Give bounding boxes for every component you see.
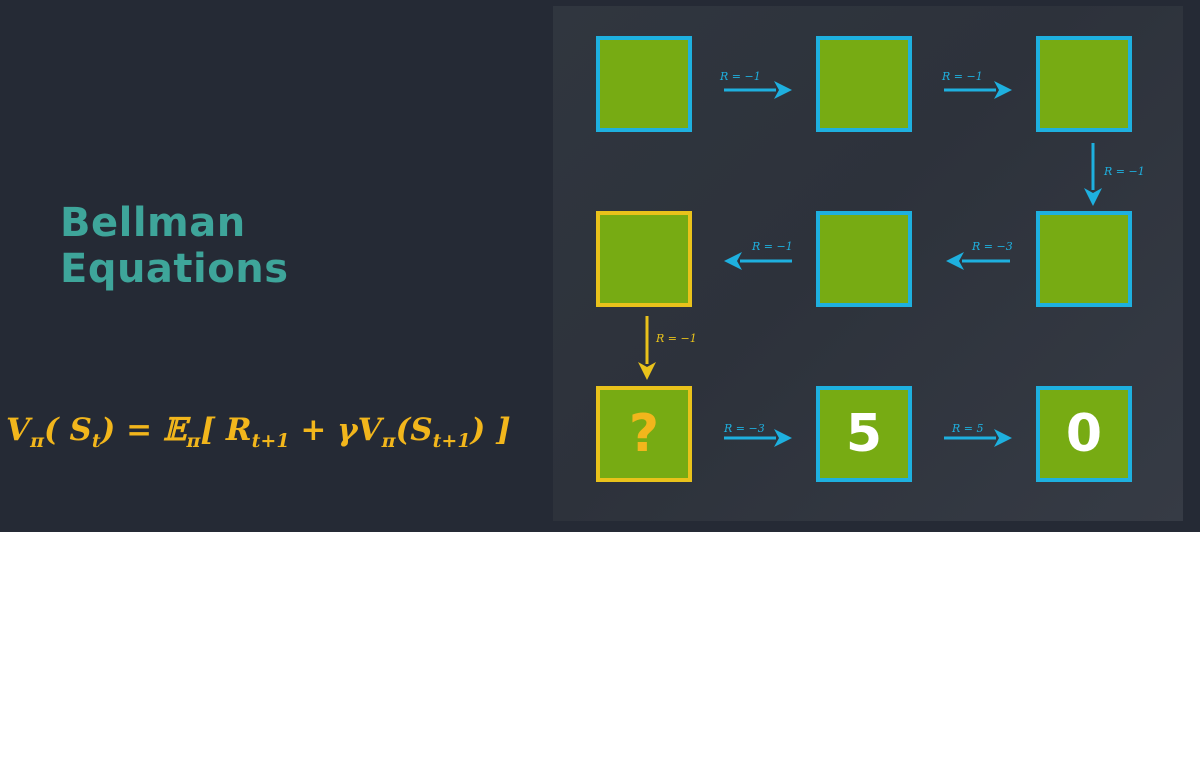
grid-cell-r1c2 <box>816 36 912 132</box>
page-title: Bellman Equations <box>60 200 289 292</box>
grid-cell-r3c2: 5 <box>816 386 912 482</box>
grid-cell-r2c3 <box>1036 211 1132 307</box>
eq-s2-t1: t+1 <box>432 430 471 452</box>
banner-background: Bellman Equations Vπ( St) = 𝔼π[ Rt+1 + γ… <box>0 0 1200 532</box>
grid-cell-r1c3 <box>1036 36 1132 132</box>
grid-cell-r2c2 <box>816 211 912 307</box>
grid-cell-r3c1: ? <box>596 386 692 482</box>
eq-left-bracket: [ <box>200 412 226 448</box>
reward-label: R = −3 <box>724 422 765 435</box>
cell-value: 5 <box>845 404 883 464</box>
reward-label-highlight: R = −1 <box>656 332 697 345</box>
cell-value-unknown: ? <box>628 404 660 464</box>
eq-s-t: t <box>91 430 101 452</box>
eq-v: V <box>6 412 31 448</box>
reward-label: R = −1 <box>942 70 983 83</box>
eq-v2-pi: π <box>381 430 396 452</box>
eq-right-bracket: ] <box>485 412 511 448</box>
grid-cell-r2c1 <box>596 211 692 307</box>
eq-plus-gamma: + γ <box>289 412 358 448</box>
eq-expectation: 𝔼 <box>162 412 187 448</box>
reward-label: R = −1 <box>1104 165 1145 178</box>
eq-v2: V <box>357 412 382 448</box>
eq-v-pi: π <box>30 430 44 452</box>
reward-label: R = 5 <box>952 422 984 435</box>
bellman-equation: Vπ( St) = 𝔼π[ Rt+1 + γVπ(St+1) ] <box>6 412 511 452</box>
grid-cell-r1c1 <box>596 36 692 132</box>
eq-s2: S <box>410 412 433 448</box>
reward-label: R = −1 <box>720 70 761 83</box>
eq-r: R <box>225 412 252 448</box>
eq-equals: = <box>115 412 163 448</box>
reward-label: R = −1 <box>752 240 793 253</box>
reward-label: R = −3 <box>972 240 1013 253</box>
eq-s: S <box>69 412 92 448</box>
eq-expectation-pi: π <box>186 430 201 452</box>
eq-r-t1: t+1 <box>251 430 290 452</box>
grid-cell-r3c3: 0 <box>1036 386 1132 482</box>
cell-value: 0 <box>1065 404 1103 464</box>
